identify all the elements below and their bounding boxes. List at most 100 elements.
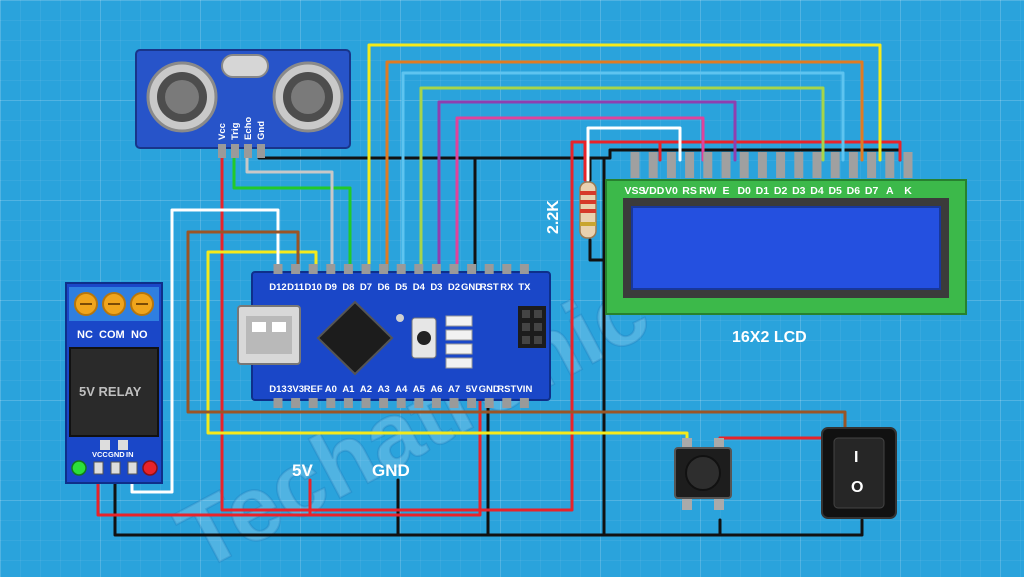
pin-label: RS: [682, 185, 697, 197]
header-pin: [467, 264, 477, 274]
pin-label: VIN: [516, 384, 532, 395]
push-button: [674, 438, 732, 510]
header-pin: [414, 398, 424, 408]
pin-label: D12: [269, 282, 286, 293]
pin-label: D8: [342, 282, 354, 293]
pin-label: D6: [378, 282, 390, 293]
relay-label: 5V RELAY: [79, 384, 142, 399]
header-pin: [776, 152, 786, 178]
relay-terminal-nc: NC: [77, 329, 93, 341]
header-pin: [431, 398, 441, 408]
wire-magenta: [455, 116, 705, 272]
header-pin: [721, 152, 731, 178]
header-pin: [291, 264, 301, 274]
pin-label: D9: [325, 282, 337, 293]
header-pin: [449, 398, 459, 408]
pin-label: GND: [479, 384, 500, 395]
pin-label: 5V: [466, 384, 478, 395]
header-pin: [502, 264, 512, 274]
header-pin: [484, 398, 494, 408]
ultrasonic-pin-label: Trig: [230, 122, 241, 140]
wire-lime: [419, 86, 825, 272]
relay-pin-gnd: GND: [108, 450, 125, 459]
header-pin: [484, 264, 494, 274]
pin-label: A: [886, 185, 894, 197]
pin-label: D7: [865, 185, 879, 197]
pin-label: 3V3: [287, 384, 304, 395]
pin-label: D0: [737, 185, 751, 197]
header-pin: [449, 264, 459, 274]
header-pin: [273, 264, 283, 274]
header-pin: [379, 398, 389, 408]
header-pin: [326, 264, 336, 274]
header-pin: [414, 264, 424, 274]
pin-label: K: [904, 185, 912, 197]
header-pin: [812, 152, 822, 178]
header-pin: [519, 398, 529, 408]
pin-label: RW: [699, 185, 716, 197]
pin-label: D6: [847, 185, 861, 197]
wire-white-relay: [130, 208, 280, 494]
header-pin: [379, 264, 389, 274]
pin-label: D3: [430, 282, 442, 293]
header-pin: [502, 398, 512, 408]
resistor-label: 2.2K: [545, 200, 562, 234]
header-pin: [867, 152, 877, 178]
header-pin: [848, 152, 858, 178]
header-pin: [431, 264, 441, 274]
pin-label: D10: [304, 282, 321, 293]
pin-label: D3: [792, 185, 806, 197]
header-pin: [739, 152, 749, 178]
pin-label: A7: [448, 384, 460, 395]
header-pin: [830, 152, 840, 178]
header-pin: [361, 398, 371, 408]
header-pin: [903, 152, 913, 178]
header-pin: [666, 152, 676, 178]
pin-label: D2: [448, 282, 460, 293]
pin-label: A4: [395, 384, 408, 395]
wire-yellow-button: [206, 250, 689, 442]
header-pin: [467, 398, 477, 408]
pin-label: D11: [287, 282, 305, 293]
header-pin: [685, 152, 695, 178]
relay-module: NC COM NO 5V RELAY VCC GND IN: [65, 282, 163, 484]
header-pin: [343, 398, 353, 408]
pin-label: TX: [518, 282, 531, 293]
header-pin: [308, 398, 318, 408]
rocker-switch: I O: [821, 427, 897, 519]
header-pin: [343, 264, 353, 274]
header-pin: [326, 398, 336, 408]
wire-gray-echo: [245, 150, 334, 272]
resistor: 2.2K: [545, 181, 597, 239]
relay-terminal-com: COM: [99, 329, 125, 341]
pin-label: A0: [325, 384, 337, 395]
header-pin: [519, 264, 529, 274]
pin-label: REF: [304, 384, 323, 395]
pin-label: D2: [774, 185, 788, 197]
wire-lightblue: [401, 71, 845, 272]
pin-label: A2: [360, 384, 372, 395]
relay-terminal-no: NO: [131, 329, 148, 341]
pin-label: A5: [413, 384, 426, 395]
header-pin: [794, 152, 804, 178]
pin-label: V0: [665, 185, 678, 197]
pin-label: D4: [810, 185, 824, 197]
pin-label: VSS: [624, 185, 645, 197]
pin-label: D4: [413, 282, 426, 293]
pin-label: D5: [828, 185, 842, 197]
vcc-rail-label: 5V: [292, 461, 313, 480]
wires: [96, 43, 902, 537]
wire-yellow: [367, 43, 882, 272]
wire-white-v0: [586, 126, 682, 182]
header-pin: [630, 152, 640, 178]
pin-label: GND: [461, 282, 482, 293]
header-pin: [703, 152, 713, 178]
lcd-label: 16X2 LCD: [732, 329, 807, 346]
pin-label: D5: [395, 282, 408, 293]
pin-label: RX: [500, 282, 514, 293]
